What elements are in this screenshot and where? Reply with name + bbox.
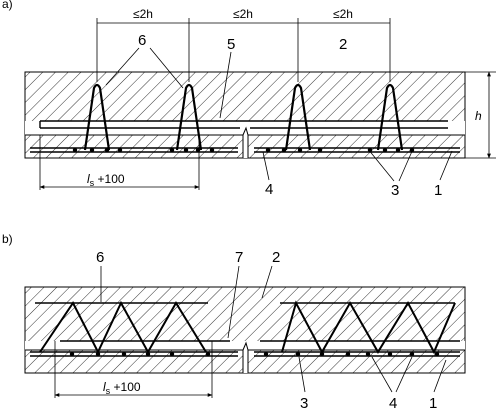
lattice-girders-b [39,300,456,355]
spacing-label-1: ≤2h [133,7,153,21]
lattice-loop-4 [376,83,404,151]
lattice-loops-a [83,83,404,151]
lattice-girder-left [39,300,207,355]
callout-3b: 3 [300,395,308,412]
height-dimension-a: h [465,71,496,159]
length-label-b: ls +100 [103,380,141,396]
figure-a: a) [2,0,496,199]
precast-unit-b-left [24,349,244,374]
bar-dot-a-9 [265,147,271,153]
bar-dot-a-7 [195,147,201,153]
callout-2b: 2 [272,249,280,266]
bar-dot-a-11 [297,147,303,153]
joint-a [242,126,249,136]
bar-dot-b-14 [434,351,440,357]
callout-7: 7 [235,249,243,266]
lattice-girder-right [281,300,456,355]
lattice-loop-3 [284,83,312,151]
bar-dot-a-8 [209,147,215,153]
bar-dot-a-14 [382,147,388,153]
callout-1b: 1 [429,395,437,412]
bar-dot-a-2 [89,147,95,153]
reinforcement-b [30,302,460,357]
bar-dot-b-13 [409,351,415,357]
callouts-a: 6 5 2 4 3 1 [105,32,453,199]
joint-b [242,341,249,351]
spacing-label-3: ≤2h [333,7,353,21]
callouts-b: 6 7 2 3 4 1 [96,249,447,412]
reinforcement-a [30,120,460,153]
bar-dot-b-2 [95,351,101,357]
bar-dot-a-16 [409,147,415,153]
bar-dot-b-12 [387,351,393,357]
bar-dot-a-12 [317,147,323,153]
bar-dot-a-1 [72,147,78,153]
bar-dot-a-15 [395,147,401,153]
length-dimension-a: ls +100 [39,135,200,190]
lattice-loop-2 [175,83,203,151]
precast-unit-b-right [247,349,466,374]
bar-dot-b-9 [319,351,325,357]
lattice-loop-1 [83,83,111,151]
height-label: h [475,109,482,123]
callout-3: 3 [391,182,399,199]
bar-sections-a [72,147,415,153]
bar-dot-b-6 [205,351,211,357]
bar-dot-a-6 [183,147,189,153]
callout-6b: 6 [96,249,104,266]
slab-b [24,286,466,374]
panel-label-b: b) [2,232,13,246]
bar-sections-b [69,351,440,357]
bar-dot-b-3 [121,351,127,357]
spacing-label-2: ≤2h [233,7,253,21]
bar-dot-b-4 [145,351,151,357]
callout-6: 6 [138,32,146,49]
callout-2: 2 [339,36,347,53]
precast-unit-a-left [24,134,244,159]
precast-unit-a-right [247,134,466,159]
bar-dot-b-11 [365,351,371,357]
callout-4b: 4 [389,395,397,412]
bar-dot-b-7 [263,351,269,357]
bar-dot-b-1 [69,351,75,357]
bar-dot-a-4 [117,147,123,153]
length-label-a: ls +100 [87,172,125,188]
bar-dot-a-13 [367,147,373,153]
length-dimension-b: ls +100 [54,341,213,398]
bar-dot-b-5 [169,351,175,357]
bar-dot-a-5 [169,147,175,153]
callout-1: 1 [434,182,442,199]
bar-dot-b-8 [295,351,301,357]
panel-label-a: a) [2,0,13,11]
callout-5: 5 [227,36,235,53]
spacing-dimensions-a: ≤2h ≤2h ≤2h [96,7,391,82]
bar-dot-b-10 [345,351,351,357]
callout-4: 4 [265,181,273,198]
figure-b: b) ls +100 6 [2,232,466,412]
